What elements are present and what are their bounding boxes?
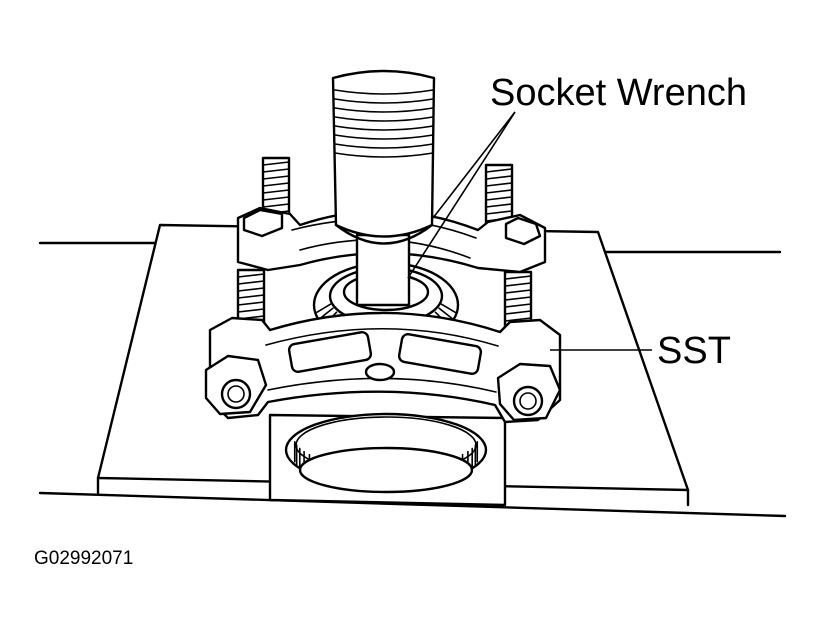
socket-wrench-leader-2 <box>432 111 516 219</box>
bench-top <box>38 241 787 518</box>
right-bolt <box>484 163 533 329</box>
socket-wrench-leader <box>407 111 516 279</box>
label-sst: SST <box>657 330 731 372</box>
sst-lower-bar <box>204 311 562 424</box>
socket-wrench <box>331 69 436 307</box>
label-socket-wrench: Socket Wrench <box>490 72 747 114</box>
figure-id: G02992071 <box>34 548 133 569</box>
gear-assembly <box>284 412 488 494</box>
leader-lines <box>407 111 652 351</box>
